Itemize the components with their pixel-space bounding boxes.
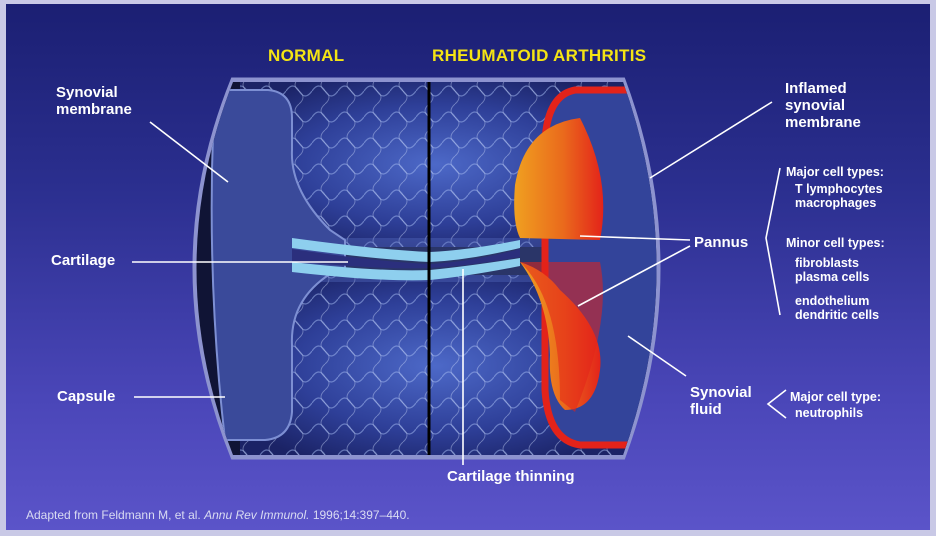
major-cell-types-title: Major cell types: xyxy=(786,165,884,179)
label-synovial-membrane: Synovial membrane xyxy=(56,84,132,118)
reference-citation: Adapted from Feldmann M, et al. Annu Rev… xyxy=(26,508,410,522)
label-capsule: Capsule xyxy=(57,388,115,405)
minor-cell-types-title: Minor cell types: xyxy=(786,236,885,250)
reference-suffix: 1996;14:397–440. xyxy=(309,508,409,522)
label-cartilage-thinning: Cartilage thinning xyxy=(447,468,575,485)
fluid-cell-type-list: neutrophils xyxy=(795,406,863,420)
reference-journal: Annu Rev Immunol. xyxy=(204,508,309,522)
major-cell-types-list: T lymphocytes macrophages xyxy=(795,182,883,210)
minor-cell-types-list-1: fibroblasts plasma cells xyxy=(795,256,869,284)
label-synovial-fluid: Synovial fluid xyxy=(690,384,752,418)
heading-rheumatoid-arthritis: RHEUMATOID ARTHRITIS xyxy=(432,46,646,66)
minor-cell-types-list-2: endothelium dendritic cells xyxy=(795,294,879,322)
reference-prefix: Adapted from Feldmann M, et al. xyxy=(26,508,204,522)
label-pannus: Pannus xyxy=(694,234,748,251)
fluid-cell-type-title: Major cell type: xyxy=(790,390,881,404)
label-inflamed-synovial-membrane: Inflamed synovial membrane xyxy=(785,80,861,131)
heading-normal: NORMAL xyxy=(268,46,344,66)
label-cartilage: Cartilage xyxy=(51,252,115,269)
